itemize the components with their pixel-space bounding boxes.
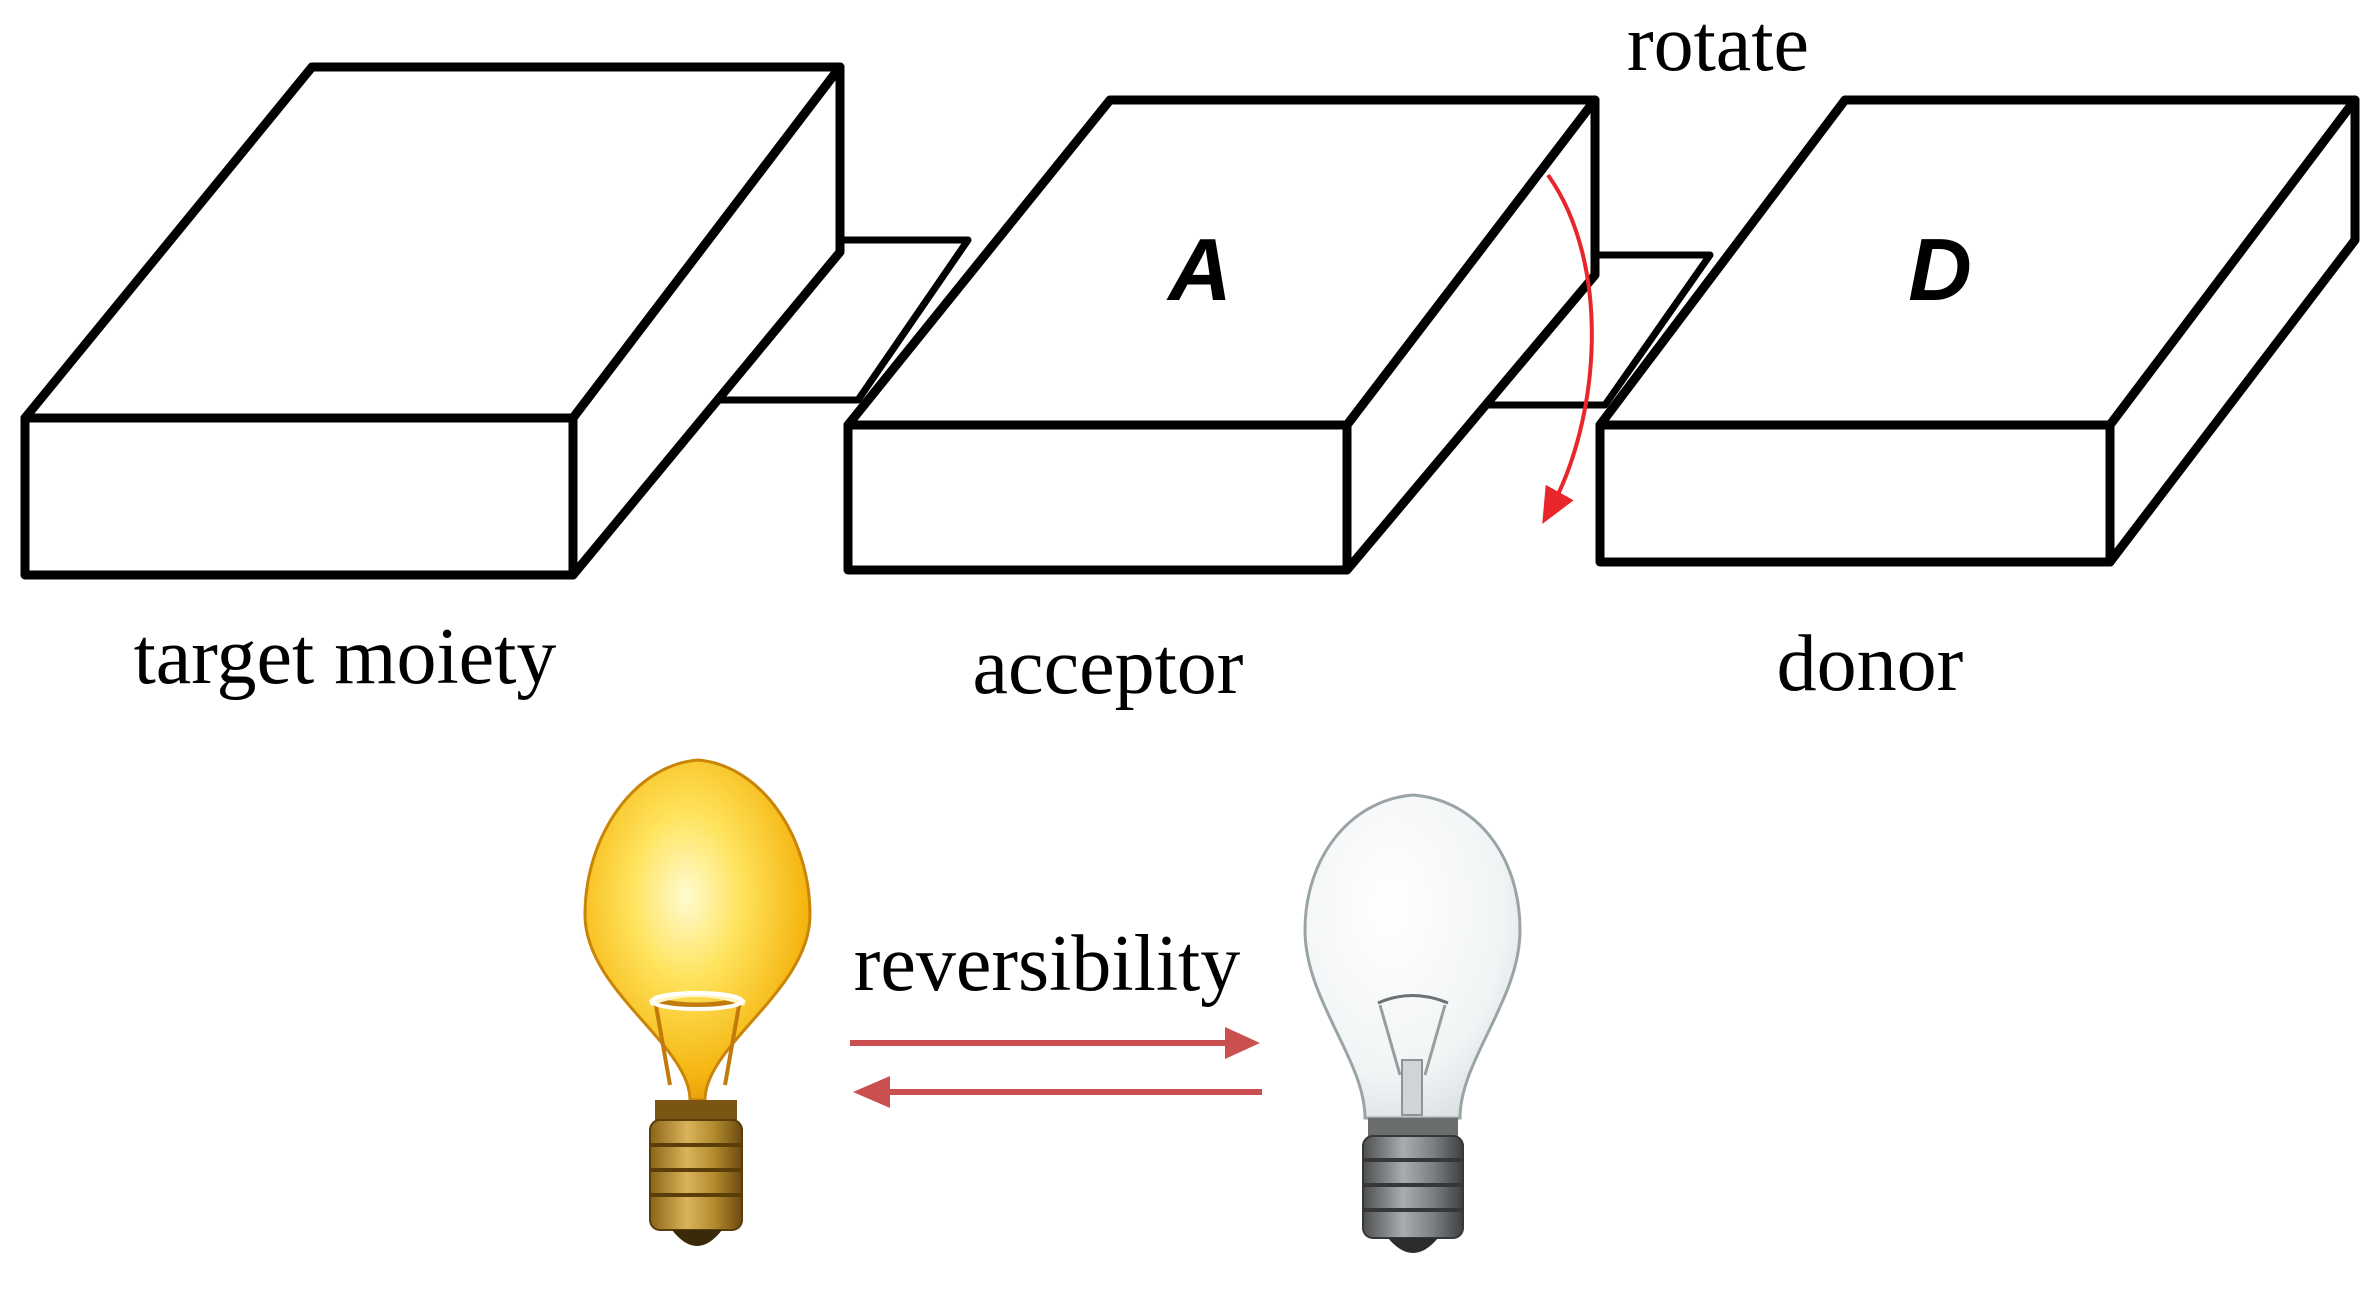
backward-arrow (853, 1076, 1262, 1108)
donor-label: donor (1777, 620, 1964, 708)
acceptor-front-face (843, 420, 1352, 575)
bulb-on-icon (583, 758, 812, 1246)
forward-arrow (850, 1027, 1260, 1059)
donor-front-face (1595, 420, 2115, 567)
rotate-arrow (1542, 173, 1594, 524)
bulb-off-icon (1303, 793, 1522, 1253)
donor-letter: D (1908, 220, 1972, 319)
acceptor-label: acceptor (973, 623, 1244, 711)
target-moiety-label: target moiety (134, 613, 557, 701)
donor-box: D (1595, 95, 2360, 567)
target-moiety-front-face (20, 413, 578, 580)
target-moiety-box (20, 62, 845, 580)
rotate-label: rotate (1627, 0, 1809, 88)
acceptor-letter: A (1166, 220, 1232, 319)
reversibility-label: reversibility (854, 920, 1241, 1008)
acceptor-box: A (843, 95, 1600, 575)
